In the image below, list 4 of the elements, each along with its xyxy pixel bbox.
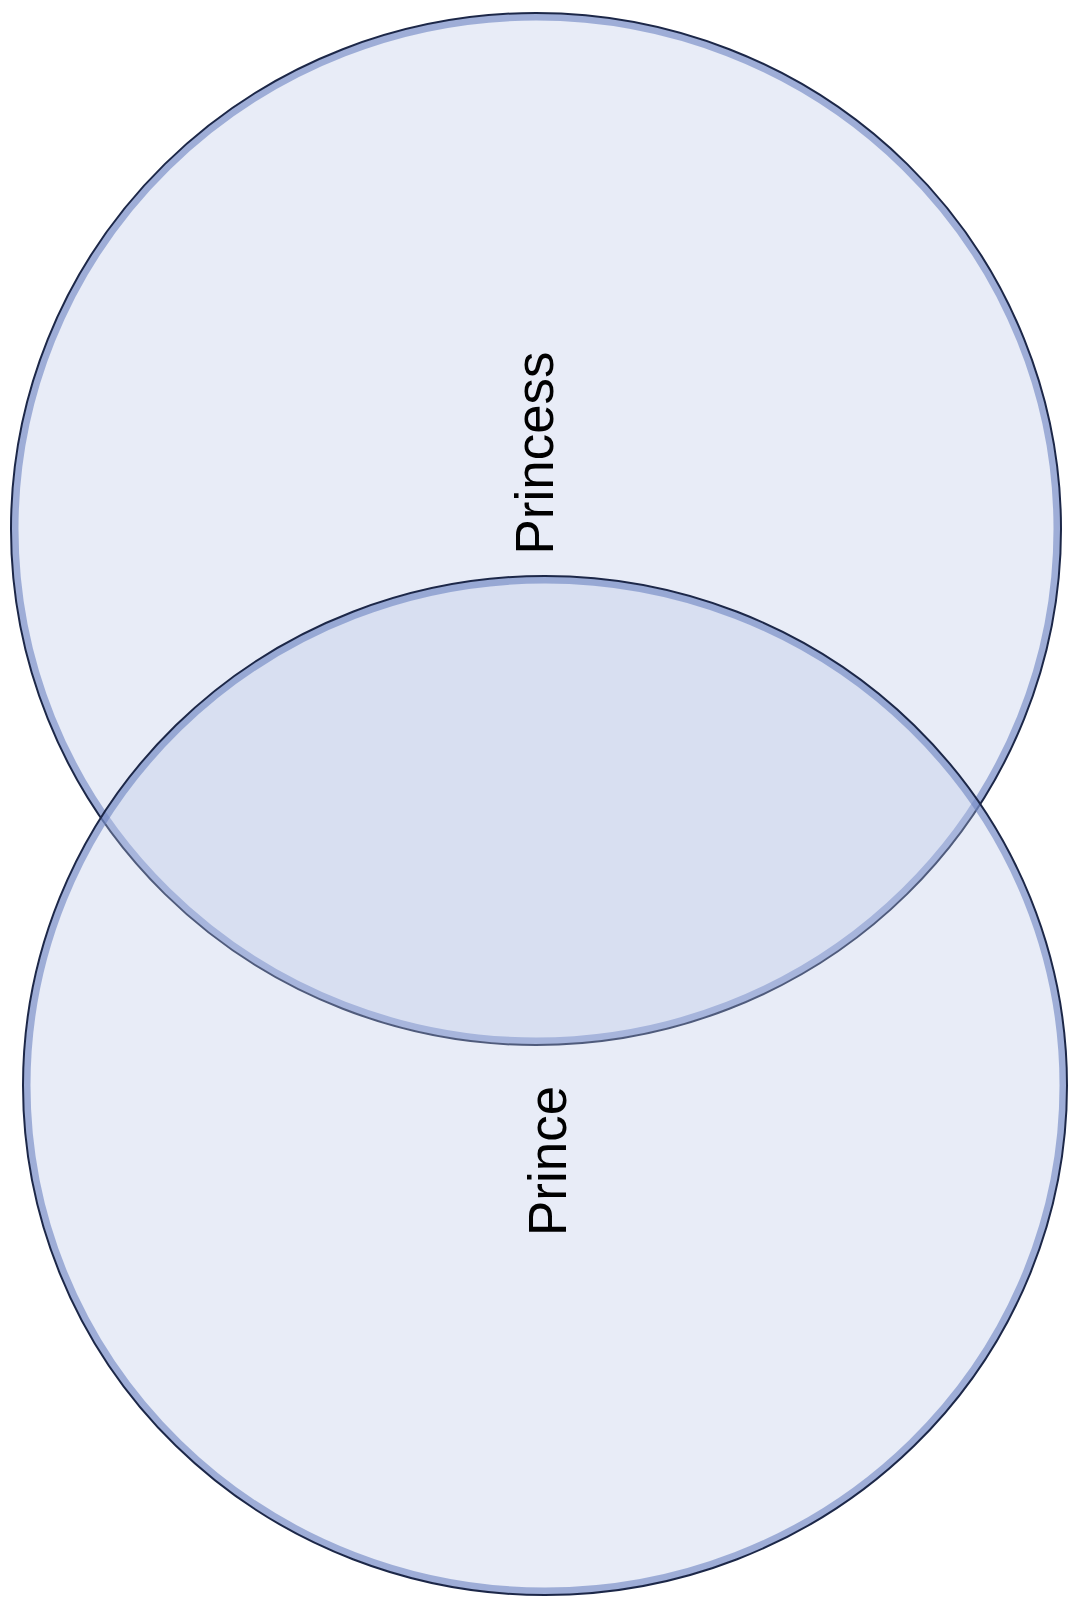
venn-circle [10, 12, 1062, 1046]
circle-label: Prince [520, 1085, 574, 1237]
venn-circle [22, 575, 1068, 1596]
circle-label: Princess [507, 351, 561, 555]
